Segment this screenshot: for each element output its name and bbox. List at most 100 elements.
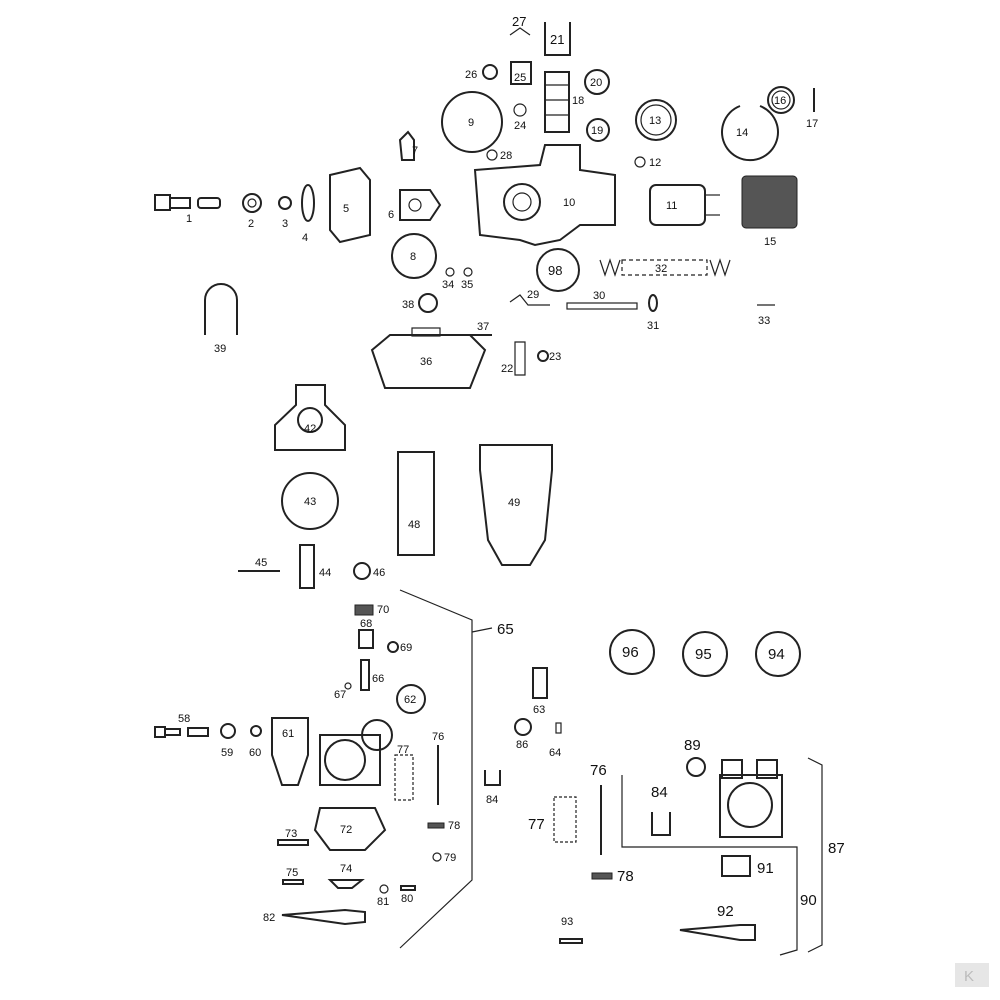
part-37: 37 (465, 321, 492, 336)
svg-text:18: 18 (572, 95, 584, 107)
svg-text:49: 49 (508, 497, 520, 509)
part-70: 70 (354, 604, 389, 616)
svg-text:46: 46 (373, 567, 385, 579)
part-27: 27 (509, 14, 531, 36)
part-82: 82 (263, 908, 366, 926)
svg-text:84: 84 (651, 784, 668, 801)
part-98: 98 (536, 248, 580, 292)
part-44: 44 (299, 544, 331, 589)
svg-text:42: 42 (304, 423, 316, 435)
svg-text:84: 84 (486, 794, 498, 806)
part-45: 45 (238, 557, 280, 572)
part-6: 6 (388, 189, 442, 221)
svg-text:82: 82 (263, 912, 275, 924)
part-22: 22 (501, 341, 526, 376)
svg-text:45: 45 (255, 557, 267, 569)
part-33: 33 (757, 304, 775, 327)
svg-text:6: 6 (388, 209, 394, 221)
svg-text:37: 37 (477, 321, 489, 333)
svg-text:8: 8 (410, 251, 416, 263)
svg-text:92: 92 (717, 903, 734, 920)
svg-text:89: 89 (684, 737, 701, 754)
svg-text:16: 16 (774, 95, 786, 107)
part-24: 24 (513, 103, 527, 132)
part-84-right: 84 (651, 784, 671, 836)
part-91: 91 (721, 855, 774, 877)
svg-text:98: 98 (548, 263, 562, 278)
part-77-right: 77 (528, 796, 577, 843)
part-84-left: 84 (484, 770, 501, 806)
part-62: 62 (396, 684, 426, 714)
svg-text:64: 64 (549, 747, 561, 759)
part-1: 1 (154, 194, 221, 225)
part-3: 3 (278, 196, 292, 230)
part-29: 29 (509, 289, 550, 306)
svg-text:72: 72 (340, 824, 352, 836)
part-96: 96 (609, 629, 655, 675)
part-76-right: 76 (590, 762, 607, 855)
part-39: 39 (204, 283, 238, 355)
svg-text:26: 26 (465, 69, 477, 81)
part-35: 35 (461, 267, 473, 291)
part-8: 8 (391, 233, 437, 279)
part-38: 38 (402, 293, 438, 313)
part-69: 69 (387, 641, 412, 654)
part-2: 2 (242, 193, 262, 230)
svg-text:48: 48 (408, 519, 420, 531)
valve-body-right (719, 759, 783, 838)
bracket-87: 87 (807, 757, 845, 953)
svg-text:61: 61 (282, 728, 294, 740)
part-92: 92 (679, 903, 756, 941)
svg-text:34: 34 (442, 279, 454, 291)
part-73: 73 (277, 828, 309, 846)
part-23: 23 (537, 350, 561, 363)
svg-text:19: 19 (591, 125, 603, 137)
svg-text:33: 33 (758, 315, 770, 327)
svg-text:78: 78 (617, 868, 634, 885)
part-61: 61 (271, 717, 309, 786)
part-12: 12 (634, 156, 661, 169)
svg-text:2: 2 (248, 218, 254, 230)
svg-text:70: 70 (377, 604, 389, 616)
svg-text:38: 38 (402, 299, 414, 311)
svg-text:96: 96 (622, 644, 639, 661)
part-11: 11 (649, 184, 720, 226)
svg-text:67: 67 (334, 689, 346, 701)
svg-text:17: 17 (806, 118, 818, 130)
svg-text:K: K (964, 968, 974, 985)
part-78-right: 78 (591, 868, 634, 885)
part-94: 94 (755, 631, 801, 677)
part-5: 5 (329, 166, 371, 244)
part-80: 80 (400, 885, 416, 905)
part-79: 79 (432, 852, 456, 864)
svg-text:11: 11 (666, 200, 677, 212)
part-66: 66 (360, 659, 384, 691)
part-46: 46 (353, 562, 385, 580)
svg-text:81: 81 (377, 896, 389, 908)
part-26: 26 (465, 64, 498, 81)
part-25: 25 (510, 61, 532, 85)
part-95: 95 (682, 631, 728, 677)
valve-body-left (319, 719, 393, 786)
part-20: 20 (584, 69, 610, 95)
part-86: 86 (514, 718, 532, 751)
svg-text:87: 87 (828, 840, 845, 857)
svg-text:76: 76 (432, 731, 444, 743)
svg-text:39: 39 (214, 343, 226, 355)
svg-text:9: 9 (468, 117, 474, 129)
part-58: 58 (154, 713, 209, 738)
part-4: 4 (301, 184, 315, 244)
svg-text:69: 69 (400, 642, 412, 654)
part-19: 19 (586, 118, 610, 142)
part-10-body: 10 (473, 144, 616, 247)
part-67: 67 (334, 682, 352, 701)
part-60: 60 (249, 725, 262, 759)
svg-text:58: 58 (178, 713, 190, 725)
svg-text:35: 35 (461, 279, 473, 291)
svg-text:32: 32 (655, 263, 667, 275)
svg-text:79: 79 (444, 852, 456, 864)
svg-text:44: 44 (319, 567, 331, 579)
part-18: 18 (544, 71, 584, 133)
